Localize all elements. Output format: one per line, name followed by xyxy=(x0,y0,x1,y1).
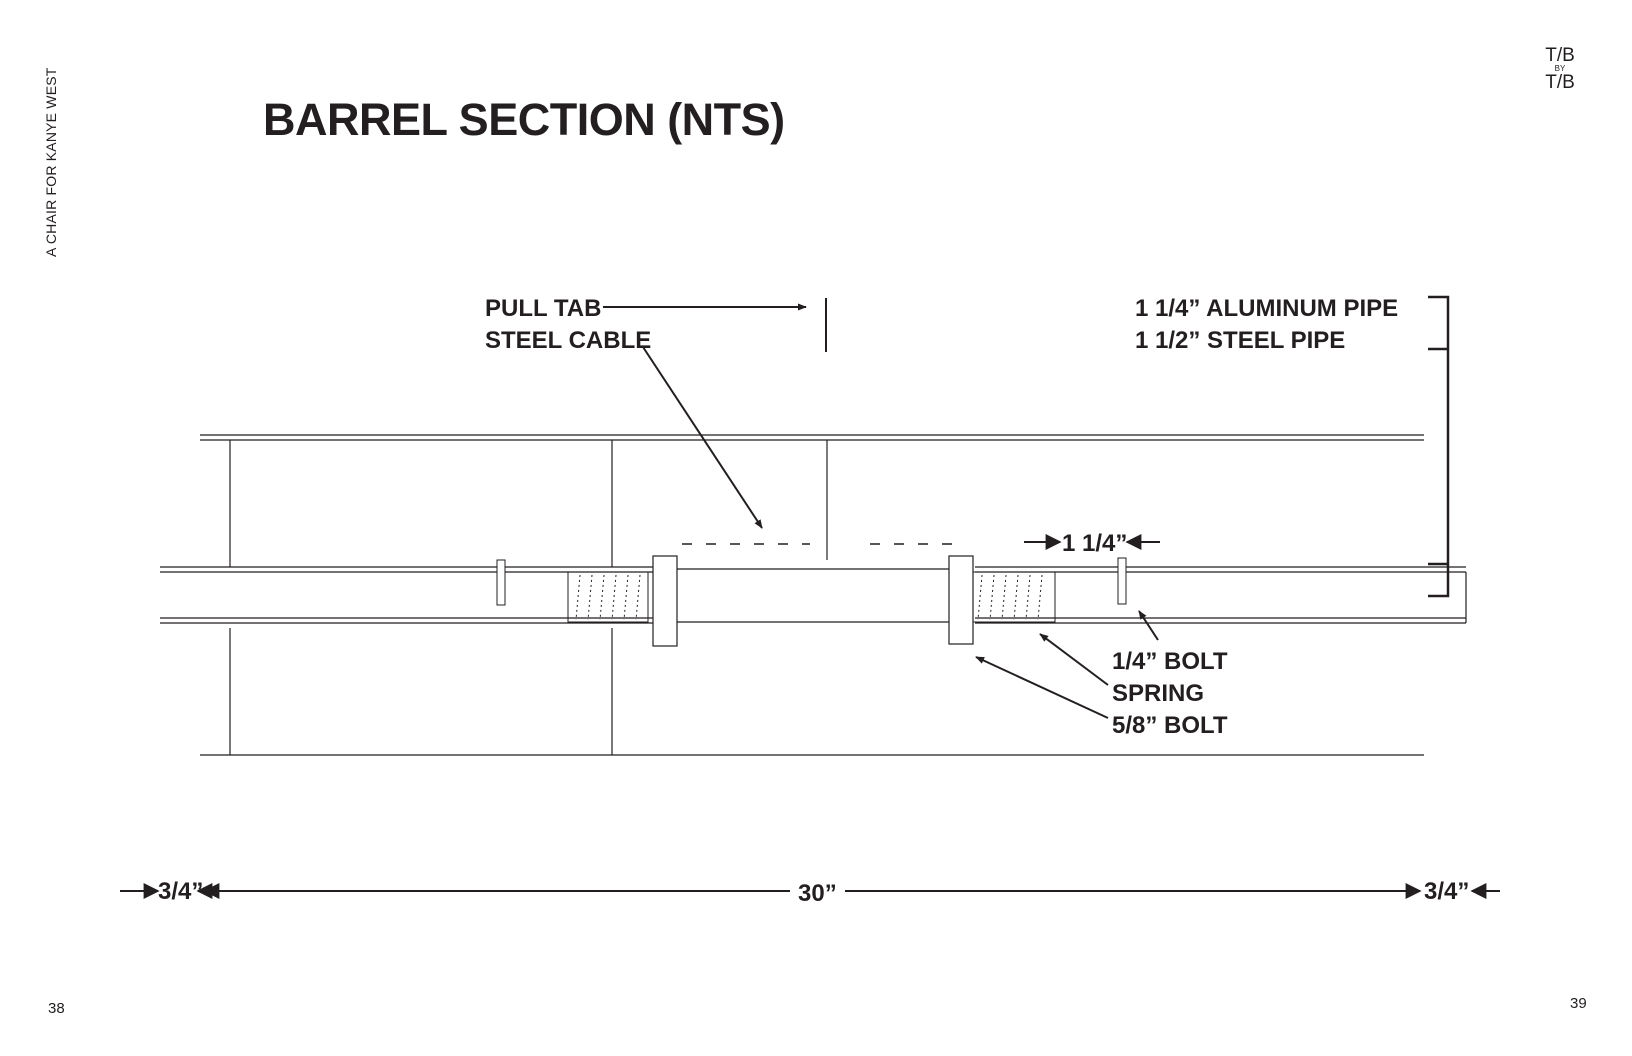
left-spring-housing xyxy=(567,571,649,623)
five-eighths-bolt-leader xyxy=(975,656,1109,719)
spring-label: SPRING xyxy=(1112,680,1204,707)
gap-dimension-label: 1 1/4” xyxy=(1062,530,1127,557)
quarter-bolts xyxy=(496,557,1127,606)
right-end-dimension: 3/4” xyxy=(1424,878,1469,905)
right-spring-coil xyxy=(977,574,1043,621)
left-spring xyxy=(567,571,649,623)
right-large-bolt xyxy=(948,555,974,645)
left-large-bolt xyxy=(652,555,678,647)
steel-cable-leader xyxy=(642,346,763,529)
left-small-bolt xyxy=(496,559,506,606)
steel-pipe-label: 1 1/2” STEEL PIPE xyxy=(1135,327,1345,354)
right-spring xyxy=(969,571,1056,623)
right-small-bolt xyxy=(1117,557,1127,605)
right-spring-housing xyxy=(969,571,1056,623)
page-number-right: 39 xyxy=(1570,995,1587,1012)
page-number-left: 38 xyxy=(48,1000,65,1017)
leader-lines xyxy=(603,298,1159,719)
left-spring-coil xyxy=(575,574,641,621)
left-end-dimension: 3/4” xyxy=(158,878,203,905)
aluminum-pipe-bracket xyxy=(1428,295,1450,598)
logo-bottom: T/B xyxy=(1545,72,1575,93)
quarter-bolt-label: 1/4” BOLT xyxy=(1112,648,1228,675)
pull-tab-label: PULL TAB xyxy=(485,295,601,322)
logo-top: T/B xyxy=(1545,45,1575,66)
spring-leader xyxy=(1039,633,1109,686)
outer-aluminum-pipe xyxy=(200,434,1424,756)
overall-dimension: 30” xyxy=(798,880,837,907)
five-eighths-bolts xyxy=(652,555,974,647)
page-title: BARREL SECTION (NTS) xyxy=(263,94,785,145)
inner-steel-pipe xyxy=(160,566,1467,624)
aluminum-pipe-label: 1 1/4” ALUMINUM PIPE xyxy=(1135,295,1398,322)
logo-by: BY xyxy=(1554,64,1566,73)
quarter-bolt-leader xyxy=(1138,610,1159,641)
five-eighths-bolt-label: 5/8” BOLT xyxy=(1112,712,1228,739)
tb-logo: T/B BY T/B xyxy=(1540,46,1580,92)
pipe-bracket xyxy=(1428,295,1450,598)
steel-cable-label: STEEL CABLE xyxy=(485,327,651,354)
